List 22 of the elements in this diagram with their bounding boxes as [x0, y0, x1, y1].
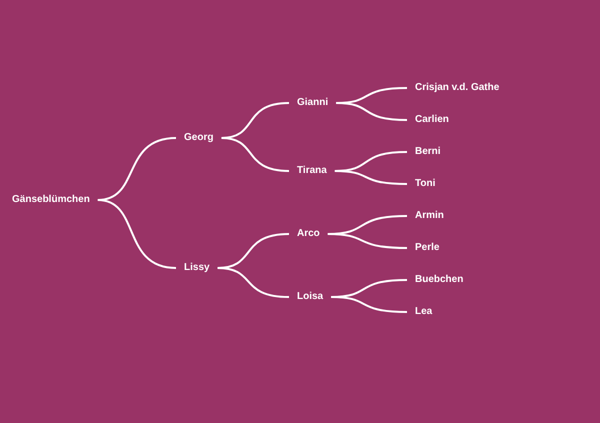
name-label: Buebchen — [415, 273, 464, 287]
connector-line — [331, 296, 408, 313]
name-label: Armin — [415, 209, 444, 223]
name-label: Arco — [297, 227, 320, 241]
connector-line — [336, 102, 408, 121]
connector-line — [221, 137, 290, 172]
name-label: Perle — [415, 241, 440, 255]
name-label: Georg — [184, 131, 214, 145]
name-label: Loisa — [297, 290, 324, 304]
connector-line — [218, 267, 290, 298]
name-label: Gänseblümchen — [12, 193, 90, 207]
name-label: Tirana — [297, 164, 327, 178]
name-label: Carlien — [415, 113, 449, 127]
connector-line — [98, 199, 176, 269]
name-label: Toni — [415, 177, 436, 191]
connector-line — [334, 170, 408, 185]
connector-line — [328, 233, 408, 249]
name-label: Berni — [415, 145, 441, 159]
name-label: Gianni — [297, 96, 328, 110]
name-label: Crisjan v.d. Gathe — [415, 81, 500, 95]
name-label: Lissy — [184, 261, 210, 275]
name-label: Lea — [415, 305, 432, 319]
